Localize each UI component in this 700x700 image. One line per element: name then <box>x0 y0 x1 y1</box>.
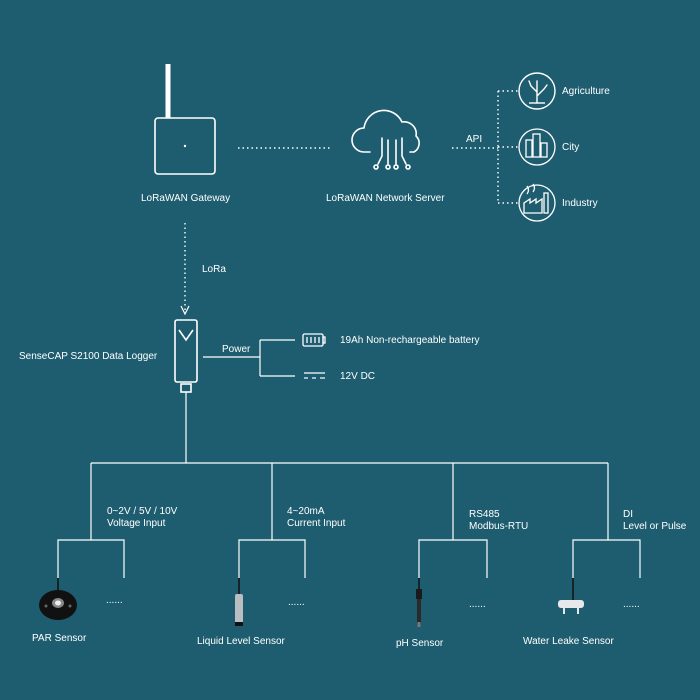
subbus-di <box>572 539 641 578</box>
interface-current-line1: 4~20mA <box>287 506 325 517</box>
battery-icon <box>302 333 326 347</box>
subbus-current <box>238 539 306 578</box>
app-label-agriculture: Agriculture <box>562 86 610 97</box>
interface-di-line1: DI <box>623 509 633 520</box>
more-sensors-di: ...... <box>623 599 640 610</box>
gateway-label: LoRaWAN Gateway <box>141 193 231 204</box>
logger-label: SenseCAP S2100 Data Logger <box>19 351 158 362</box>
par-sensor-icon <box>39 578 77 620</box>
api-label: API <box>466 134 483 145</box>
dc-power-icon <box>304 372 325 379</box>
cloud-server-icon <box>351 109 420 170</box>
gateway-icon <box>154 64 216 175</box>
sensor-label-par: PAR Sensor <box>32 633 87 644</box>
interface-rs485-line2: Modbus-RTU <box>469 521 529 532</box>
subbus-rs485 <box>418 539 488 578</box>
plant-icon <box>518 72 556 110</box>
more-sensors-current: ...... <box>288 597 305 608</box>
interface-current-line2: Current Input <box>287 518 346 529</box>
app-label-city: City <box>562 142 580 153</box>
sensor-label-liquid-level: Liquid Level Sensor <box>197 636 285 647</box>
interface-voltage-line2: Voltage Input <box>107 518 166 529</box>
interface-di-line2: Level or Pulse <box>623 521 687 532</box>
liquid-level-sensor-icon <box>235 578 243 626</box>
factory-icon <box>518 183 556 222</box>
sensor-label-ph: pH Sensor <box>396 638 444 649</box>
interface-voltage-line1: 0~2V / 5V / 10V <box>107 506 178 517</box>
battery-label: 19Ah Non-rechargeable battery <box>340 335 480 346</box>
water-leak-sensor-icon <box>558 578 584 614</box>
lora-arrow-icon <box>180 305 190 316</box>
ph-sensor-icon <box>416 578 422 627</box>
dc-label: 12V DC <box>340 371 376 382</box>
sensor-label-water-leak: Water Leake Sensor <box>523 636 614 647</box>
data-logger-icon <box>174 319 198 393</box>
more-sensors-rs485: ...... <box>469 599 486 610</box>
city-buildings-icon <box>518 128 556 166</box>
network-server-label: LoRaWAN Network Server <box>326 193 445 204</box>
interface-rs485-line1: RS485 <box>469 509 500 520</box>
lora-label: LoRa <box>202 264 226 275</box>
power-label: Power <box>222 344 251 355</box>
app-label-industry: Industry <box>562 198 598 209</box>
subbus-voltage <box>57 539 125 578</box>
more-sensors-voltage: ...... <box>106 595 123 606</box>
